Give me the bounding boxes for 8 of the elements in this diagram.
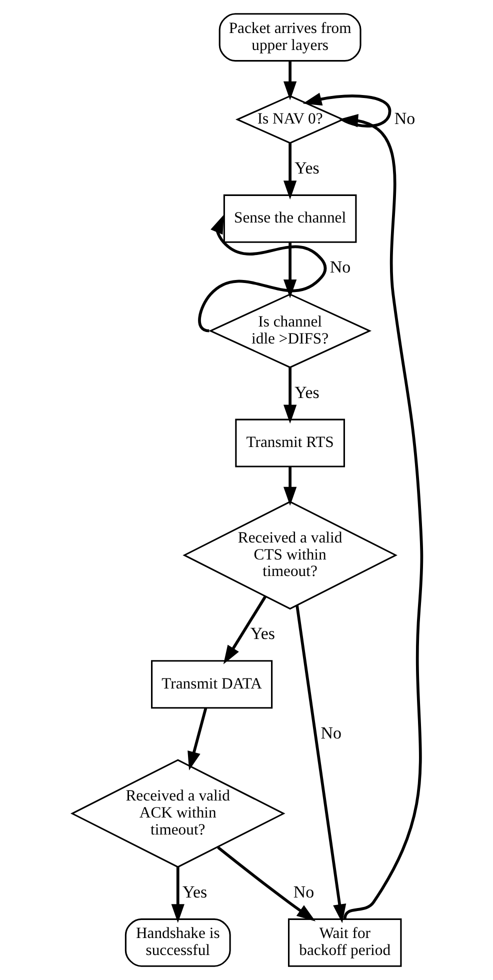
edge-label: No [394, 108, 415, 128]
edge-label: Yes [294, 382, 319, 402]
edge-label: No [292, 882, 314, 902]
edge-label: Yes [294, 158, 319, 178]
edge-label: Yes [182, 882, 207, 902]
edge-label: No [320, 723, 342, 742]
edge-label: No [329, 258, 350, 277]
edge-label: Yes [250, 624, 274, 644]
